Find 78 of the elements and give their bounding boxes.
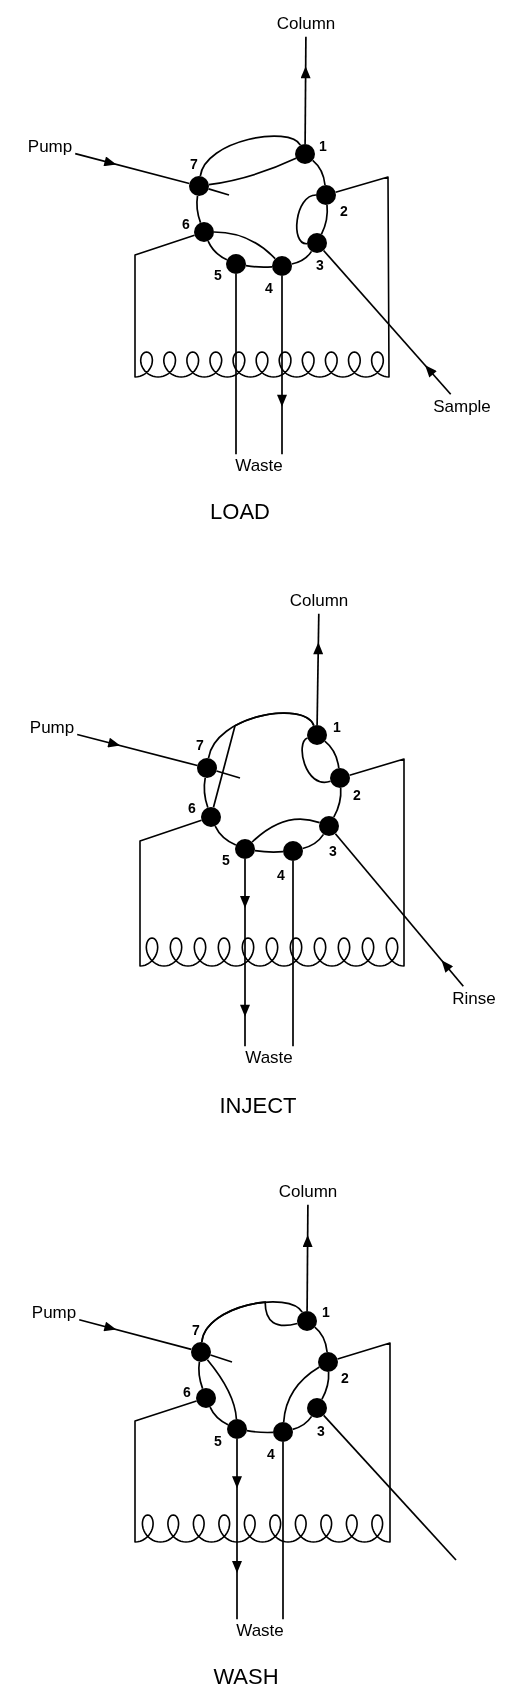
tube-line [323, 740, 340, 769]
tube-line [213, 231, 276, 260]
port-number: 7 [192, 1321, 200, 1339]
tube-line [198, 1361, 204, 1390]
flow-arrow [76, 733, 199, 767]
flow-arrow [240, 858, 250, 1048]
port-number: 5 [222, 851, 230, 869]
tube-line [254, 849, 284, 853]
flow-label: Waste [235, 456, 283, 476]
panel-caption: LOAD [210, 499, 270, 525]
port-number: 7 [196, 736, 204, 754]
port-number: 4 [265, 279, 273, 297]
tube-line [301, 833, 325, 850]
flow-label: Column [276, 14, 336, 34]
tube-line [282, 1441, 284, 1621]
tube-line [282, 1366, 321, 1423]
tube-line [235, 273, 237, 456]
flow-label: Pump [29, 718, 75, 738]
panel-caption: WASH [213, 1664, 279, 1690]
tube-line [245, 1429, 274, 1434]
tube-line [207, 240, 228, 261]
tube-line [214, 825, 237, 846]
flow-label: Column [278, 1182, 338, 1202]
tube-line [209, 1406, 229, 1426]
port-number: 2 [341, 1369, 349, 1387]
port-number: 5 [214, 266, 222, 284]
port-number: 3 [317, 1422, 325, 1440]
flow-label: Pump [27, 137, 73, 157]
flow-label: Rinse [452, 989, 496, 1009]
flow-label: Sample [433, 397, 491, 417]
flow-label: Waste [236, 1621, 284, 1641]
panel-caption: INJECT [219, 1093, 297, 1119]
tube-line [292, 860, 294, 1048]
flow-arrow [334, 832, 465, 988]
tube-line [245, 264, 273, 268]
tube-line [295, 194, 317, 245]
port-number: 2 [340, 202, 348, 220]
port-number: 6 [182, 215, 190, 233]
tube-line [199, 135, 302, 177]
port-number: 7 [190, 155, 198, 173]
port-number: 1 [322, 1303, 330, 1321]
tube-line [291, 1415, 313, 1431]
tube-line [207, 712, 315, 759]
port-number: 4 [267, 1445, 275, 1463]
tube-line [290, 250, 313, 265]
tube-line [208, 157, 297, 186]
flow-label: Column [289, 591, 349, 611]
tube-line [311, 159, 326, 186]
tube-line [212, 712, 315, 809]
flow-arrow [322, 249, 452, 396]
tube-line [203, 776, 209, 809]
tube-line [301, 737, 332, 784]
flow-arrow [277, 275, 287, 456]
flow-arrow [232, 1438, 242, 1621]
flow-arrow [78, 1318, 193, 1351]
tube-line [322, 1414, 457, 1561]
tube-line [321, 1371, 330, 1401]
port-number: 1 [333, 718, 341, 736]
flow-label: Waste [245, 1048, 293, 1068]
flow-arrow [313, 612, 324, 726]
port-number: 5 [214, 1432, 222, 1450]
flow-arrow [300, 35, 311, 145]
tube-line [320, 204, 329, 235]
port-number: 2 [353, 786, 361, 804]
port-number: 4 [277, 866, 285, 884]
port-number: 6 [183, 1383, 191, 1401]
tube-line [196, 195, 202, 224]
tube-line [313, 1326, 328, 1353]
flow-arrow [302, 1203, 313, 1312]
flow-label: Pump [31, 1303, 77, 1323]
port-number: 3 [329, 842, 337, 860]
port-number: 3 [316, 256, 324, 274]
port-number: 1 [319, 137, 327, 155]
port-number: 6 [188, 799, 196, 817]
tube-line [206, 1358, 238, 1420]
tube-line [251, 818, 321, 843]
tube-line [332, 787, 342, 819]
flow-arrow [74, 152, 191, 185]
